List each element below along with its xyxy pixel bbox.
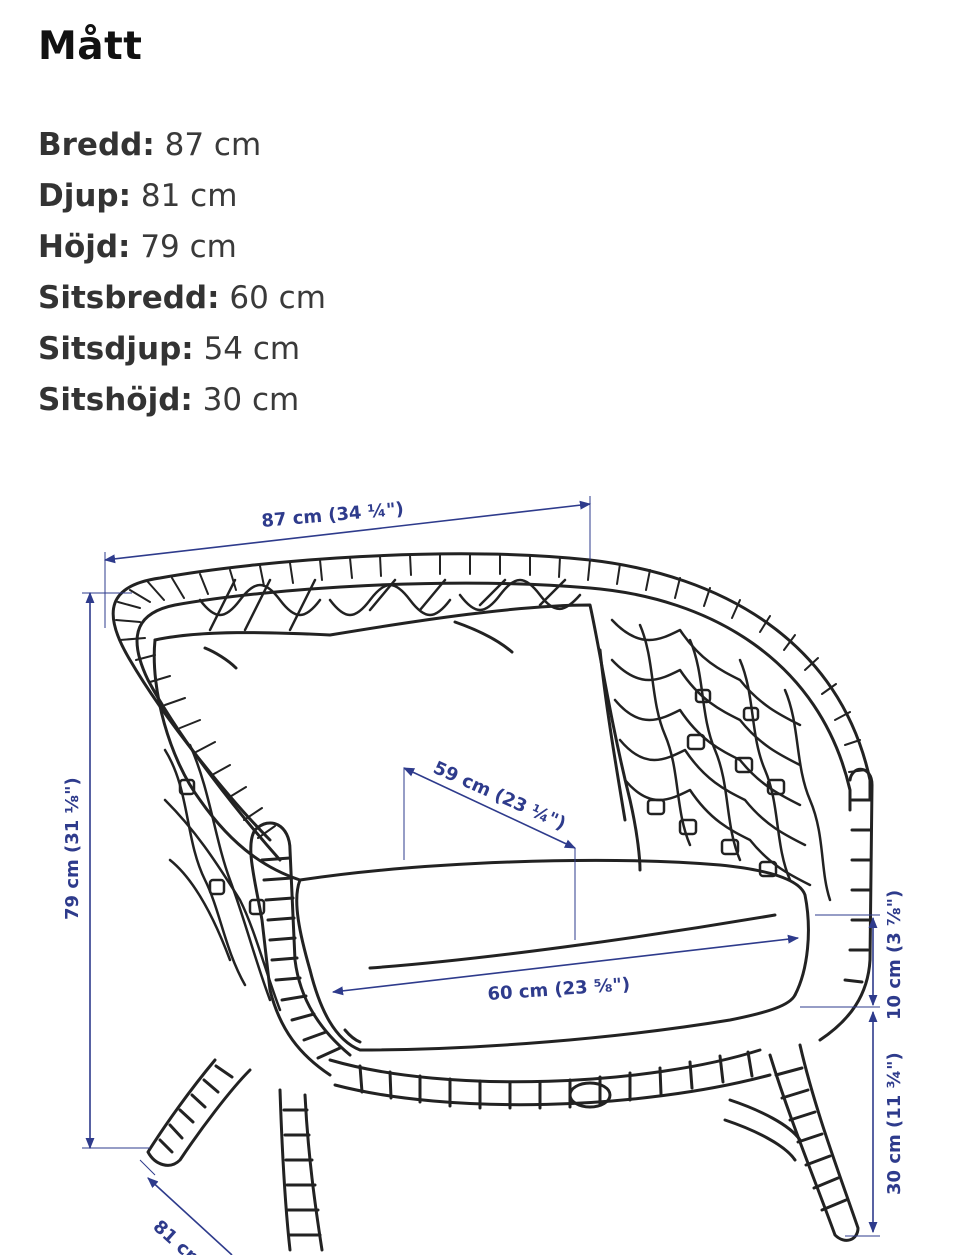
rim-hatching — [115, 553, 867, 839]
chair-illustration — [111, 552, 874, 1252]
spec-label: Sitshöjd: — [38, 382, 193, 418]
spec-label: Djup: — [38, 178, 132, 214]
cushion-label: 10 cm (3 ⅞") — [884, 890, 905, 1020]
spec-height: Höjd: 79 cm — [38, 222, 326, 273]
spec-value: 30 cm — [202, 382, 300, 418]
base-ring — [328, 1048, 772, 1110]
seat-width-dimension-line — [331, 934, 800, 996]
depth-label: 81 cm — [149, 1216, 208, 1255]
spec-label: Sitsbredd: — [38, 280, 220, 316]
width-label: 87 cm (34 ¼") — [261, 499, 405, 532]
spec-label: Bredd: — [38, 127, 155, 163]
spec-seat-depth: Sitsdjup: 54 cm — [38, 324, 326, 375]
spec-seat-width: Sitsbredd: 60 cm — [38, 273, 326, 324]
seat-depth-dimension-line — [402, 767, 577, 849]
seat-cushion — [295, 858, 810, 1052]
spec-value: 81 cm — [140, 178, 238, 214]
seat-width-label: 60 cm (23 ⅝") — [487, 974, 631, 1005]
spec-depth: Djup: 81 cm — [38, 171, 326, 222]
side-lattice — [163, 743, 282, 1012]
seat-depth-label: 59 cm (23 ¼") — [430, 757, 569, 834]
spec-value: 60 cm — [229, 280, 326, 316]
spec-label: Höjd: — [38, 229, 131, 265]
spec-list: Bredd: 87 cm Djup: 81 cm Höjd: 79 cm Sit… — [38, 120, 326, 426]
spec-width: Bredd: 87 cm — [38, 120, 326, 171]
back-lattice — [198, 578, 832, 902]
spec-label: Sitsdjup: — [38, 331, 194, 367]
dimension-lines — [82, 496, 880, 1255]
left-armrest — [249, 821, 352, 1077]
spec-value: 79 cm — [140, 229, 237, 265]
height-label: 79 cm (31 ⅛") — [62, 777, 83, 920]
spec-seat-height: Sitshöjd: 30 cm — [38, 375, 326, 426]
spec-value: 87 cm — [164, 127, 262, 163]
lattice-knots — [178, 688, 786, 916]
back-cushion — [152, 603, 642, 882]
chair-legs — [146, 1043, 860, 1252]
right-armrest — [818, 767, 874, 1042]
spec-value: 54 cm — [203, 331, 301, 367]
depth-dimension-line — [147, 1177, 233, 1255]
seat-height-label: 30 cm (11 ¾") — [884, 1052, 905, 1195]
chair-diagram: 87 cm (34 ¼") 79 cm (31 ⅛") 59 cm (23 ¼"… — [62, 496, 905, 1255]
page-title: Mått — [38, 24, 143, 69]
width-dimension-line — [103, 500, 592, 564]
